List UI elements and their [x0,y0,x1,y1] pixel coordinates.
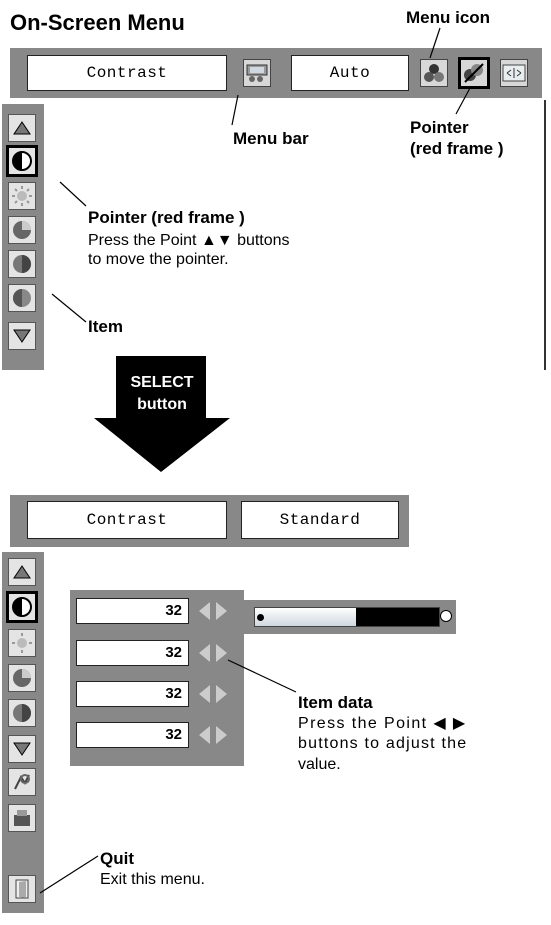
value-box-1[interactable]: 32 [76,598,189,624]
slider-track[interactable] [254,607,440,627]
down-arrow-icon-bottom[interactable] [8,735,36,763]
pointer-label-line2: (red frame ) [410,139,504,158]
contrast-icon-bottom[interactable] [6,591,38,623]
adjust-arrows-icon[interactable] [196,598,232,624]
menu-bar-label: Menu bar [233,129,309,148]
store-icon[interactable] [8,804,36,832]
reset-icon[interactable] [8,768,36,796]
slider-min-marker [257,614,264,621]
sharpness-icon[interactable] [8,284,36,312]
pointer-label-line1: Pointer [410,118,469,137]
item-name-field-bottom: Contrast [27,501,227,539]
brightness-icon[interactable] [8,182,36,210]
select-arrow [94,356,230,472]
adjust-arrows-icon[interactable] [196,640,232,666]
item-data-desc-line3: value. [298,756,341,773]
color-icon-bottom[interactable] [8,664,36,692]
item-data-desc-line2: buttons to adjust the [298,735,468,752]
image-adjust-icon[interactable] [420,59,448,87]
item-data-label: Item data [298,693,373,712]
value-field: Auto [291,55,409,91]
quit-door-icon[interactable] [8,875,36,903]
up-arrow-icon-bottom[interactable] [8,558,36,586]
screen-icon[interactable] [500,59,528,87]
item-name-field: Contrast [27,55,227,91]
value-box-2[interactable]: 32 [76,640,189,666]
item-data-desc-line1: Press the Point ◀ ▶ [298,715,467,732]
tint-icon-bottom[interactable] [8,699,36,727]
menu-icon-label: Menu icon [406,8,491,27]
value-box-4[interactable]: 32 [76,722,189,748]
adjust-arrows-icon[interactable] [196,722,232,748]
side-pointer-desc-line2: to move the pointer. [88,251,229,268]
down-arrow-icon[interactable] [8,322,36,350]
select-label-line2: button [137,396,187,413]
tint-icon[interactable] [8,250,36,278]
page-title: On-Screen Menu [10,10,185,35]
select-label-line1: SELECT [130,374,194,391]
side-pointer-label: Pointer (red frame ) [88,208,245,227]
side-pointer-desc-line1: Press the Point ▲▼ buttons [88,232,290,249]
pointer-red-frame-top[interactable] [458,57,490,89]
value-field-bottom: Standard [241,501,399,539]
color-icon[interactable] [8,216,36,244]
slider-max-marker [440,610,452,622]
brightness-icon-bottom[interactable] [8,629,36,657]
up-arrow-icon[interactable] [8,114,36,142]
item-label: Item [88,317,123,336]
adjust-arrows-icon[interactable] [196,681,232,707]
quit-desc: Exit this menu. [100,871,205,888]
menu-frame-right [544,100,546,370]
value-box-3[interactable]: 32 [76,681,189,707]
slider-fill [255,608,357,626]
contrast-icon[interactable] [6,145,38,177]
menu-bar-icon[interactable] [243,59,271,87]
quit-label: Quit [100,849,134,868]
